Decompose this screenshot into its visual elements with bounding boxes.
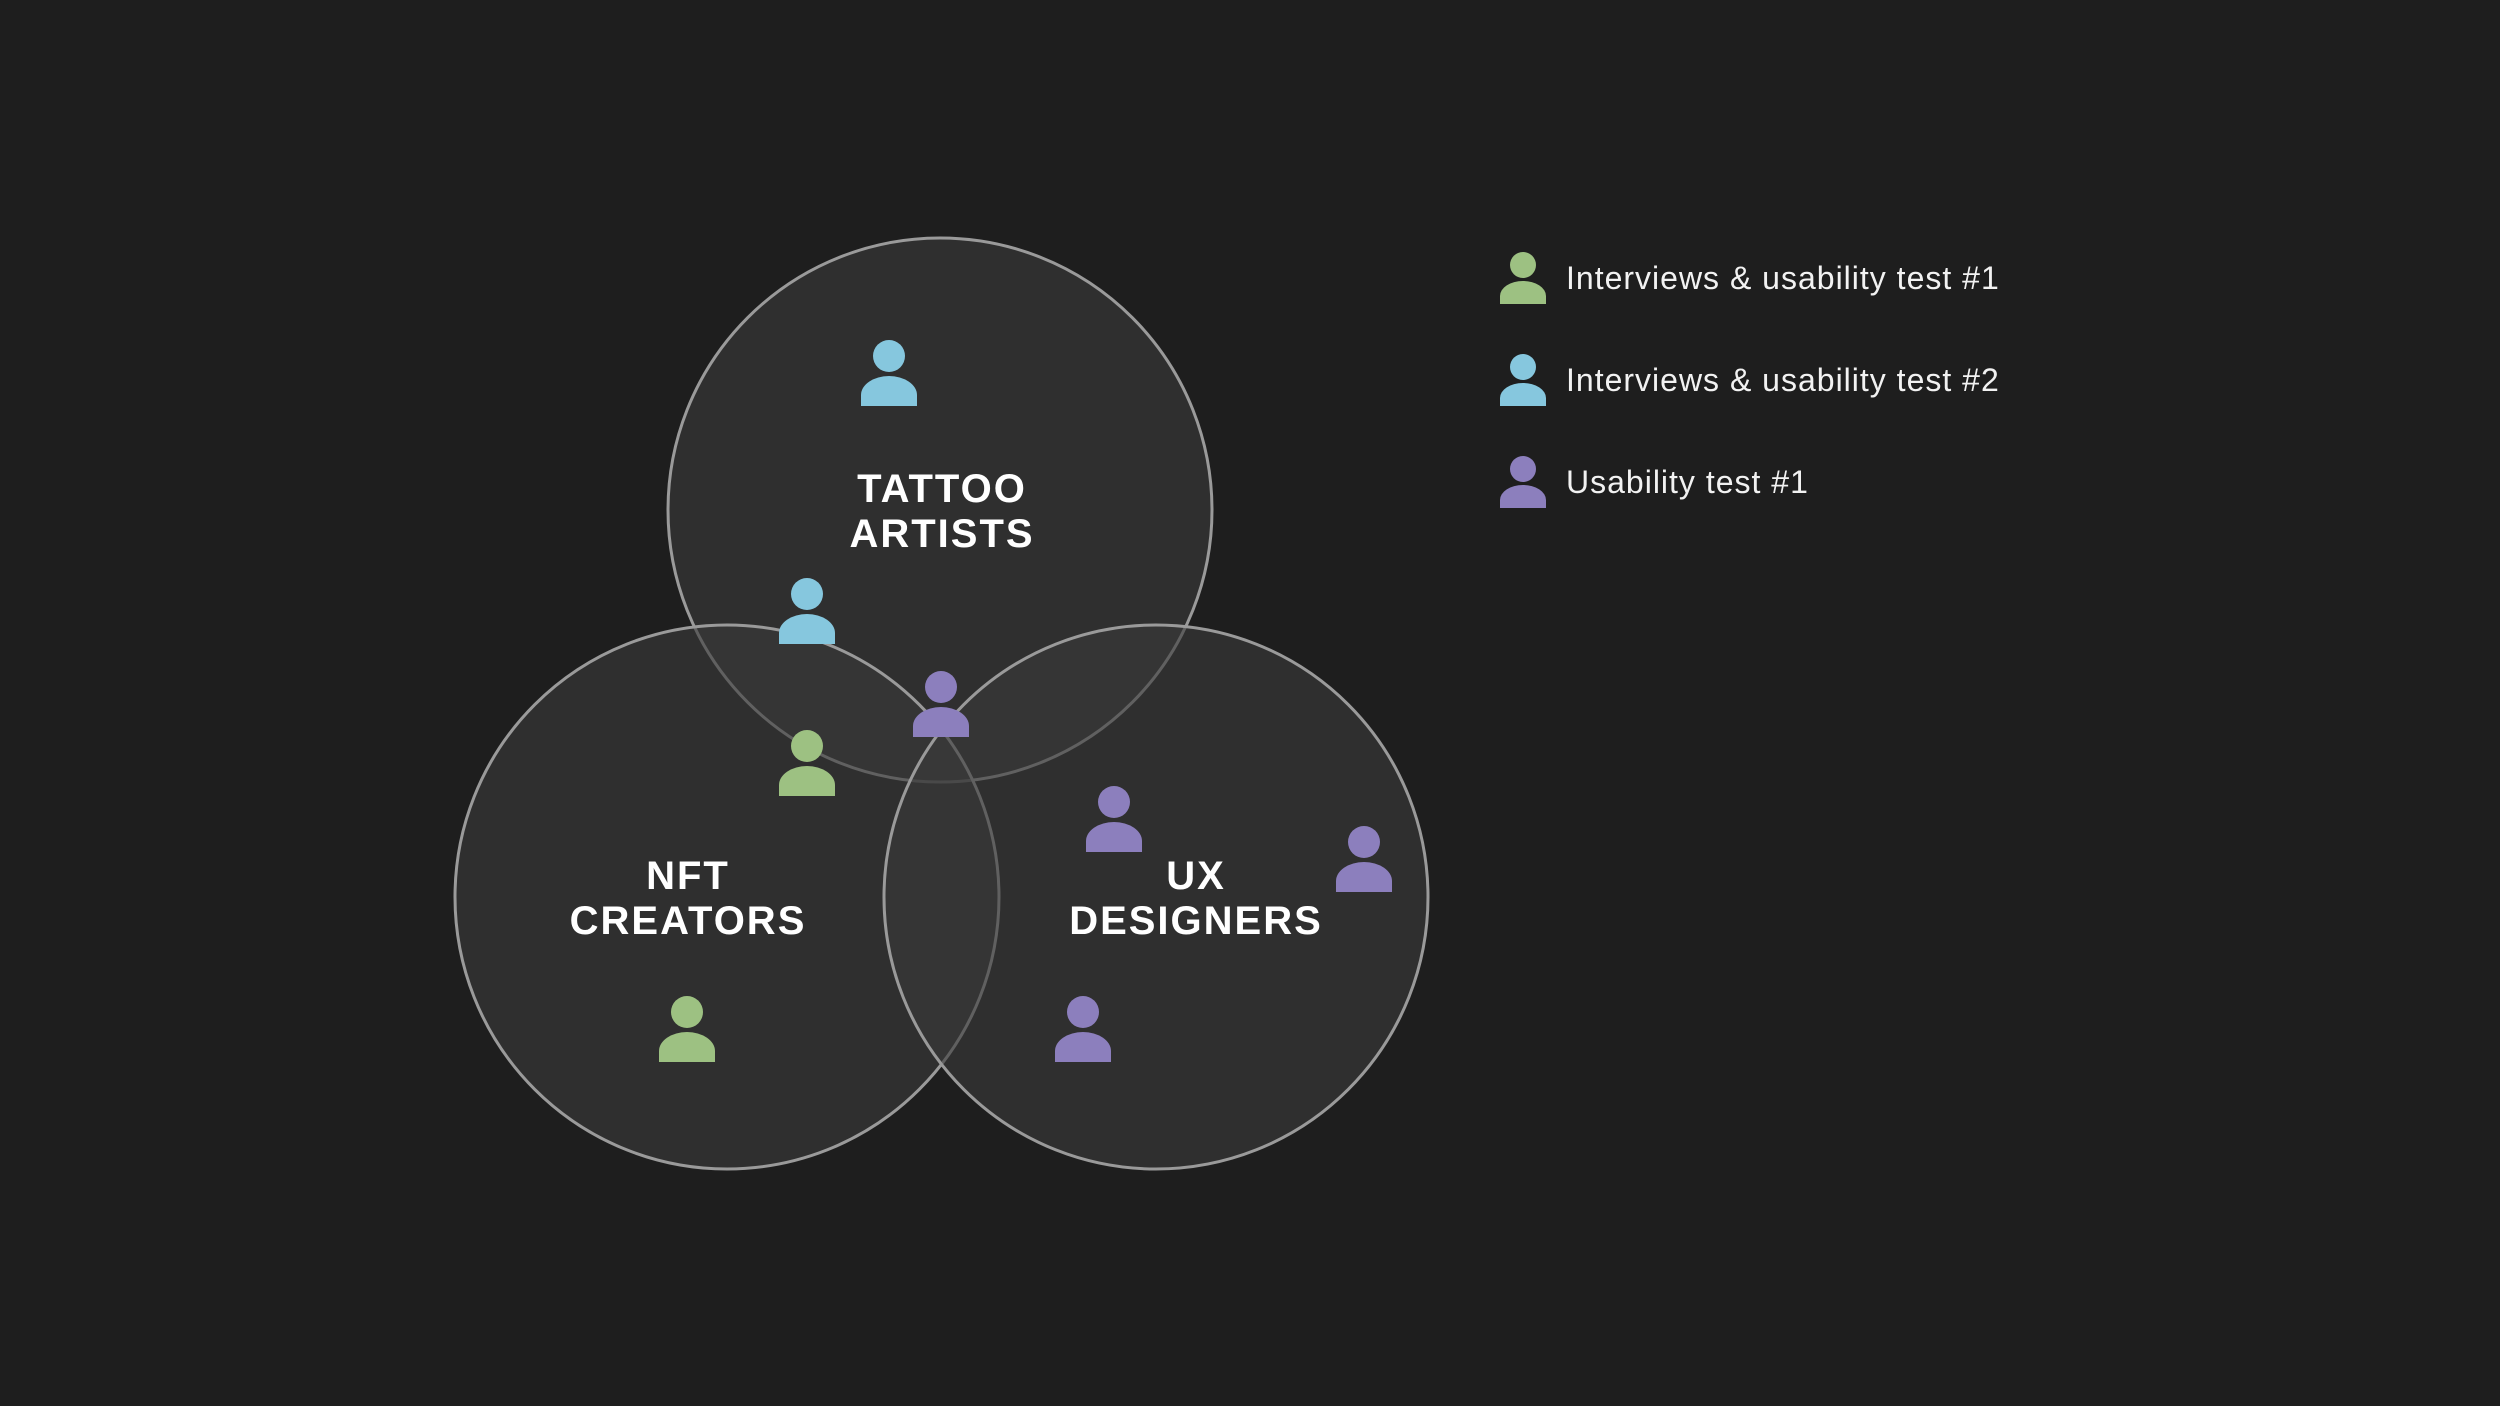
person-icon	[659, 996, 715, 1062]
venn-circles	[453, 236, 1430, 1171]
person-icon	[779, 578, 835, 644]
circle-labels: TATTOO ARTISTS NFT CREATORS UX DESIGNERS	[570, 467, 1323, 943]
legend-item-interviews-test-2: Interviews & usability test #2	[1500, 354, 2000, 406]
legend: Interviews & usability test #1 Interview…	[1500, 252, 2000, 558]
label-ux-line2: DESIGNERS	[1069, 899, 1323, 943]
legend-label: Usability test #1	[1566, 463, 1809, 500]
participant-icons	[659, 340, 1392, 1062]
person-icon	[1500, 252, 1546, 304]
person-icon	[1086, 786, 1142, 852]
person-icon	[913, 671, 969, 737]
person-icon	[1500, 354, 1546, 406]
person-icon	[1336, 826, 1392, 892]
circle-ux-designers	[882, 623, 1430, 1171]
legend-item-interviews-test-1: Interviews & usability test #1	[1500, 252, 2000, 304]
label-ux-line1: UX	[1166, 854, 1226, 898]
legend-label: Interviews & usability test #2	[1566, 361, 2000, 398]
legend-label: Interviews & usability test #1	[1566, 259, 2000, 296]
person-icon	[1055, 996, 1111, 1062]
label-tattoo-line2: ARTISTS	[849, 512, 1034, 556]
label-nft-line2: CREATORS	[570, 899, 807, 943]
person-icon	[861, 340, 917, 406]
person-icon	[779, 730, 835, 796]
person-icon	[1500, 456, 1546, 508]
label-nft-line1: NFT	[646, 854, 730, 898]
label-tattoo-line1: TATTOO	[857, 467, 1027, 511]
legend-item-usability-test-1: Usability test #1	[1500, 456, 2000, 508]
